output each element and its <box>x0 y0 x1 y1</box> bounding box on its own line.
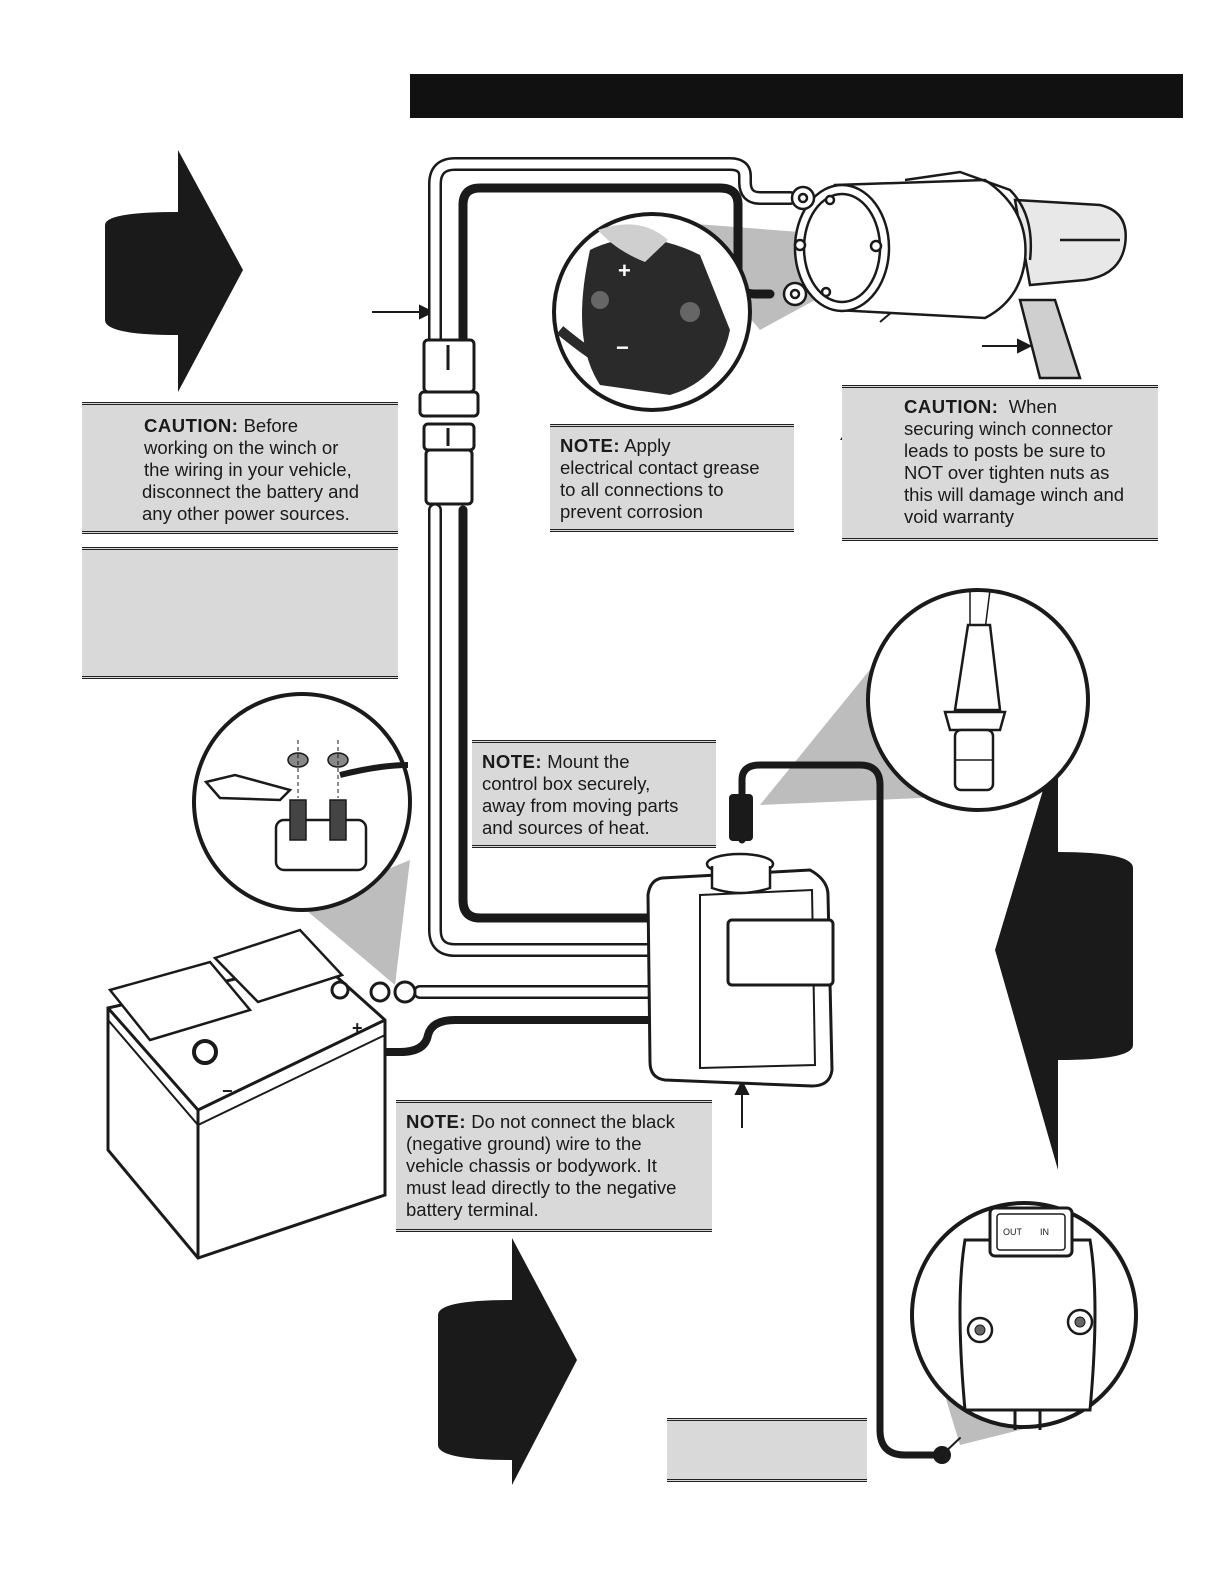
note-line: control box securely, <box>482 773 651 794</box>
note-line: prevent corrosion <box>560 501 703 522</box>
note-label: NOTE: <box>560 435 621 456</box>
caution-line: NOT over tighten nuts as <box>904 462 1110 483</box>
caution-line: When <box>1008 396 1058 417</box>
arrow-top-left <box>105 150 243 392</box>
wires <box>224 157 961 1464</box>
arrow-bottom-center <box>438 1238 577 1485</box>
caution-line: securing winch connector <box>904 418 1113 439</box>
battery-minus-mark: − <box>222 1081 233 1101</box>
motor-plus-mark: + <box>618 258 631 283</box>
caution-line: this will damage winch and <box>904 484 1125 505</box>
note-label: NOTE: <box>482 751 543 772</box>
caution-line: Before <box>243 415 299 436</box>
note-grease-box: NOTE: Apply electrical contact grease to… <box>550 424 794 532</box>
caution-line: leads to posts be sure to <box>904 440 1106 461</box>
note-line: to all connections to <box>560 479 724 500</box>
motor-terminal-closeup <box>552 212 752 412</box>
blank-panel-bottom <box>667 1418 867 1482</box>
control-box <box>646 794 835 1088</box>
blank-panel-left <box>82 547 398 679</box>
caution-line: disconnect the battery and <box>142 481 360 502</box>
note-line: Do not connect the black <box>471 1111 675 1132</box>
battery-plus-mark: + <box>352 1018 363 1038</box>
switch-closeup <box>910 1201 1138 1430</box>
caution-label: CAUTION: <box>144 415 239 436</box>
note-line: away from moving parts <box>482 795 679 816</box>
note-line: must lead directly to the negative <box>406 1177 677 1198</box>
cone-battery <box>300 860 410 985</box>
arrow-right-pointing-left <box>995 740 1133 1170</box>
note-line: Apply <box>624 435 671 456</box>
caution-posts-box: CAUTION: When securing winch connector l… <box>842 385 1158 541</box>
caution-label: CAUTION: <box>904 396 999 417</box>
note-line: Mount the <box>547 751 630 772</box>
caution-line: the wiring in your vehicle, <box>144 459 352 480</box>
switch-out-label: OUT <box>1003 1227 1023 1237</box>
battery-terminal-closeup <box>192 692 412 912</box>
note-ground-box: NOTE: Do not connect the black (negative… <box>396 1100 712 1232</box>
motor-minus-mark: − <box>616 335 629 360</box>
caution-line: void warranty <box>904 506 1015 527</box>
note-line: electrical contact grease <box>560 457 760 478</box>
header-bar <box>410 74 1183 118</box>
caution-line: any other power sources. <box>142 503 350 524</box>
note-control-box-box: NOTE: Mount the control box securely, aw… <box>472 740 716 848</box>
inline-connector <box>418 338 480 506</box>
remote-plug-closeup <box>866 588 1090 812</box>
note-label: NOTE: <box>406 1111 467 1132</box>
winch-motor <box>782 170 1127 380</box>
battery <box>106 928 417 1260</box>
switch-in-label: IN <box>1040 1227 1049 1237</box>
note-line: vehicle chassis or bodywork. It <box>406 1155 657 1176</box>
note-line: (negative ground) wire to the <box>406 1133 642 1154</box>
caution-line: working on the winch or <box>144 437 339 458</box>
note-line: battery terminal. <box>406 1199 539 1220</box>
note-line: and sources of heat. <box>482 817 650 838</box>
caution-battery-box: CAUTION: Before working on the winch or … <box>82 402 398 534</box>
